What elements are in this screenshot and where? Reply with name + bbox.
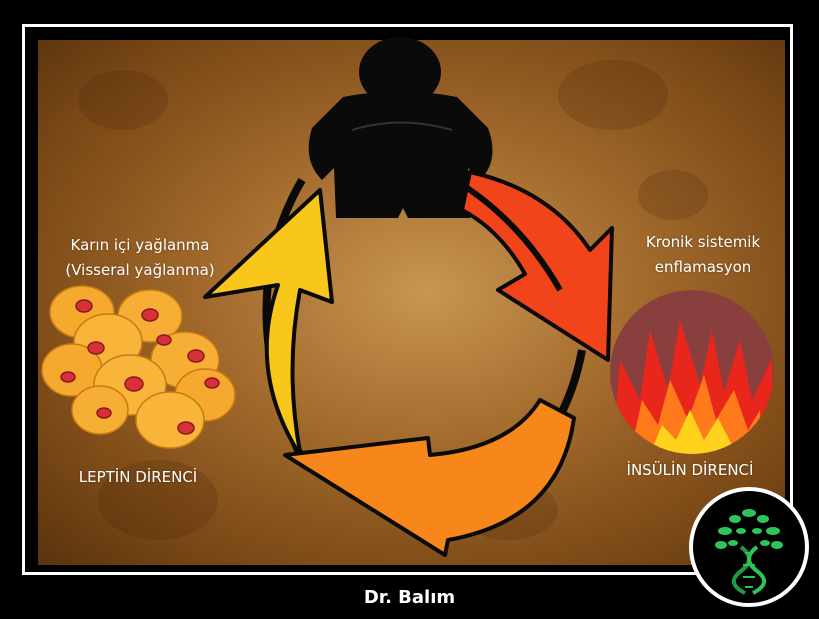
yellow-cycle-arrow (203, 188, 334, 454)
visceral-fat-label: Karın içi yağlanma (Visseral yağlanma) (65, 236, 215, 279)
dna-tree-logo-icon (689, 487, 809, 607)
author-credit: Dr. Balım (363, 587, 456, 608)
insulin-resistance-label: İNSÜLİN DİRENCİ (626, 461, 754, 479)
fire-icon (610, 290, 774, 454)
red-cycle-arrow (460, 170, 614, 362)
orange-cycle-arrow (283, 398, 576, 557)
obese-person-silhouette-icon (308, 37, 493, 218)
leptin-resistance-label: LEPTİN DİRENCİ (78, 468, 198, 486)
fat-cells-icon (41, 285, 236, 449)
inflammation-label: Kronik sistemik enflamasyon (645, 233, 761, 276)
